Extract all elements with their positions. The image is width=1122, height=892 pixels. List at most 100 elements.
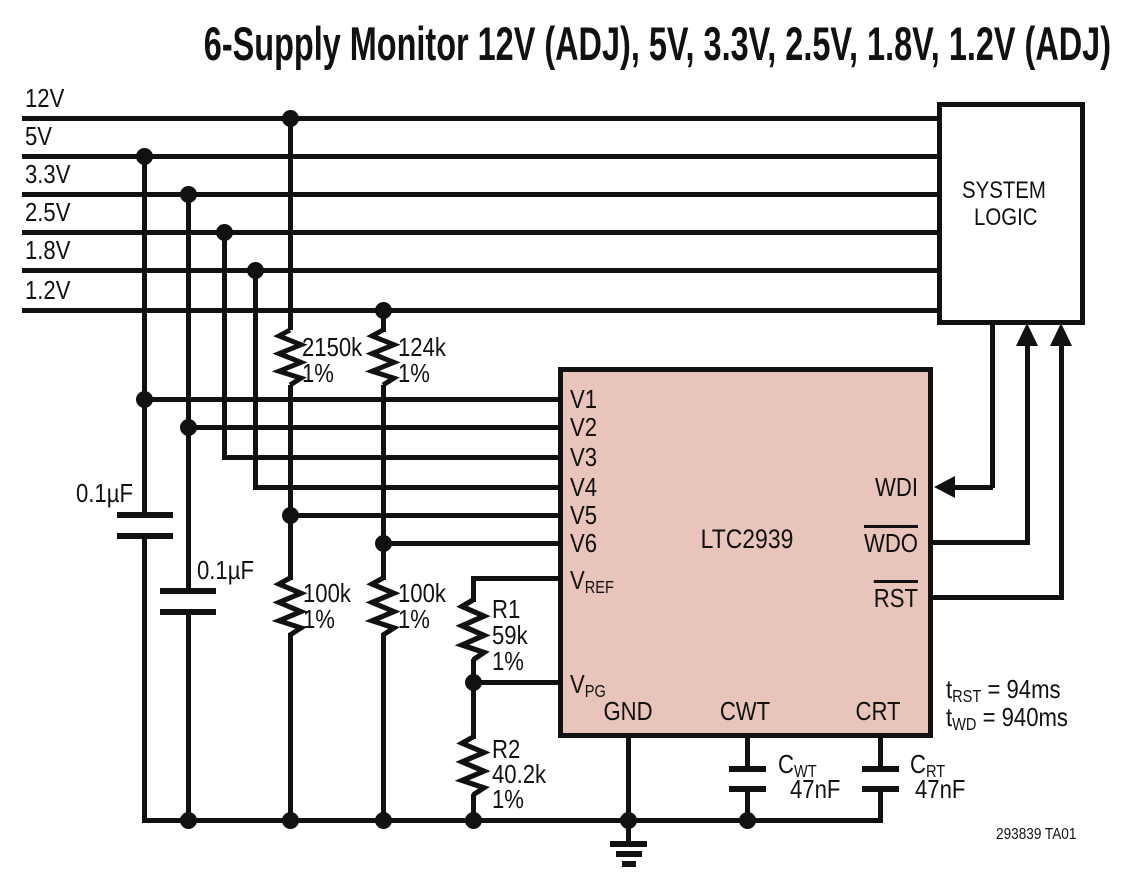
ic-pin-v5: V5 bbox=[570, 500, 598, 530]
wire-cwt-stub2 bbox=[745, 789, 750, 823]
ic-pin-v2: V2 bbox=[570, 412, 598, 442]
wire-3v3-drop2 bbox=[186, 612, 191, 823]
cap2-plate-bottom bbox=[160, 609, 216, 615]
junction-dot bbox=[247, 262, 264, 279]
resistor-r1-tol: 1% bbox=[492, 646, 524, 676]
wire-12v-bot bbox=[288, 633, 293, 823]
resistor-r2-value: 40.2k bbox=[492, 759, 547, 789]
wire-crt-stub bbox=[878, 736, 883, 769]
ground-rail bbox=[142, 818, 882, 823]
ground-symbol-bar1 bbox=[610, 841, 647, 847]
wdo-arrow-icon bbox=[1016, 323, 1038, 346]
wire-rst-v bbox=[1059, 343, 1064, 600]
resistor-r2-symbol bbox=[454, 734, 491, 798]
timing-twd: tWD = 940ms bbox=[946, 702, 1068, 735]
junction-dot bbox=[216, 224, 233, 241]
wire-rst-h bbox=[930, 595, 1064, 600]
wdi-arrow-icon bbox=[934, 476, 955, 498]
wire-wdo-v bbox=[1025, 343, 1030, 545]
page-title: 6-Supply Monitor 12V (ADJ), 5V, 3.3V, 2.… bbox=[203, 17, 1112, 70]
rail-label-1v8: 1.8V bbox=[25, 235, 71, 265]
ic-pin-v1: V1 bbox=[570, 384, 598, 414]
crt-value: 47nF bbox=[915, 774, 966, 804]
resistor-r1-value: 59k bbox=[492, 620, 528, 650]
ic-pin-rst: RST bbox=[873, 583, 918, 613]
resistor-2150k-tol: 1% bbox=[302, 358, 334, 388]
cap2-plate-top bbox=[160, 588, 216, 594]
resistor-100k-b-value: 100k bbox=[398, 578, 446, 608]
ic-pin-crt: CRT bbox=[855, 696, 901, 726]
resistor-124k-symbol bbox=[364, 327, 401, 388]
junction-dot bbox=[375, 535, 392, 552]
ic-pin-vpg: VPG bbox=[570, 669, 606, 702]
resistor-124k-tol: 1% bbox=[398, 358, 430, 388]
wire-r1-top bbox=[471, 576, 476, 602]
wire-5v-drop2 bbox=[142, 536, 147, 823]
junction-dot bbox=[180, 419, 197, 436]
junction-dot bbox=[620, 812, 637, 829]
wire-1v2-bot bbox=[381, 633, 386, 823]
junction-dot bbox=[180, 186, 197, 203]
resistor-r1-symbol bbox=[454, 597, 491, 663]
ic-pin-wdo: WDO bbox=[863, 528, 918, 558]
wire-v3 bbox=[222, 455, 562, 460]
rail-label-5v: 5V bbox=[25, 121, 53, 151]
cwt-value: 47nF bbox=[790, 774, 841, 804]
ic-pin-v3: V3 bbox=[570, 442, 598, 472]
rail-label-3v3: 3.3V bbox=[25, 159, 71, 189]
junction-dot bbox=[375, 302, 392, 319]
junction-dot bbox=[136, 391, 153, 408]
wire-cwt-stub bbox=[745, 736, 750, 769]
crt-plate-top bbox=[862, 766, 899, 772]
wire-1v8-drop bbox=[253, 268, 258, 490]
wire-2v5-drop bbox=[222, 230, 227, 460]
rail-2v5 bbox=[22, 230, 937, 235]
junction-dot bbox=[739, 812, 756, 829]
wire-vpg bbox=[471, 680, 562, 685]
junction-dot bbox=[465, 674, 482, 691]
ic-pin-gnd: GND bbox=[603, 696, 653, 726]
rail-label-2v5: 2.5V bbox=[25, 197, 71, 227]
resistor-100k-a-tol: 1% bbox=[303, 604, 335, 634]
cap1-plate-top bbox=[117, 512, 173, 518]
ic-pin-wdi: WDI bbox=[875, 472, 918, 502]
resistor-2150k-value: 2150k bbox=[302, 332, 363, 362]
junction-dot bbox=[282, 507, 299, 524]
rail-5v bbox=[22, 154, 937, 159]
junction-dot bbox=[375, 812, 392, 829]
wire-v5 bbox=[288, 513, 562, 518]
wire-r1-r2 bbox=[471, 659, 476, 739]
wire-5v-drop bbox=[142, 154, 147, 514]
resistor-r2-tol: 1% bbox=[492, 784, 524, 814]
wire-gnd-stub bbox=[626, 736, 631, 843]
rail-label-12v: 12V bbox=[25, 83, 65, 113]
wire-12v-mid bbox=[288, 385, 293, 580]
ic-pin-vref: VREF bbox=[570, 565, 614, 598]
wire-wdi-h bbox=[950, 485, 993, 490]
resistor-100k-b-symbol bbox=[364, 575, 401, 638]
wire-v4 bbox=[253, 485, 562, 490]
rail-1v2 bbox=[22, 308, 937, 313]
rail-12v bbox=[22, 116, 937, 121]
cwt-plate-top bbox=[729, 766, 766, 772]
wire-crt-stub2 bbox=[878, 789, 883, 823]
timing-trst: tRST = 94ms bbox=[946, 674, 1061, 707]
wire-v6 bbox=[381, 541, 562, 546]
resistor-r2-name: R2 bbox=[492, 734, 521, 764]
ground-symbol-bar3 bbox=[622, 861, 636, 867]
wire-vref bbox=[471, 576, 562, 581]
resistor-r1-name: R1 bbox=[492, 594, 521, 624]
ic-pin-v4: V4 bbox=[570, 472, 598, 502]
junction-dot bbox=[282, 812, 299, 829]
rail-1v8 bbox=[22, 268, 937, 273]
ic-ltc2939-box bbox=[558, 367, 933, 738]
junction-dot bbox=[465, 812, 482, 829]
cwt-label: CWT bbox=[778, 749, 817, 782]
figure-footnote: 293839 TA01 bbox=[996, 826, 1077, 843]
wire-v1 bbox=[142, 397, 562, 402]
cap1-plate-bottom bbox=[117, 533, 173, 539]
wire-v2 bbox=[186, 425, 562, 430]
wire-12v-drop bbox=[288, 116, 293, 330]
resistor-2150k-symbol bbox=[271, 327, 308, 388]
